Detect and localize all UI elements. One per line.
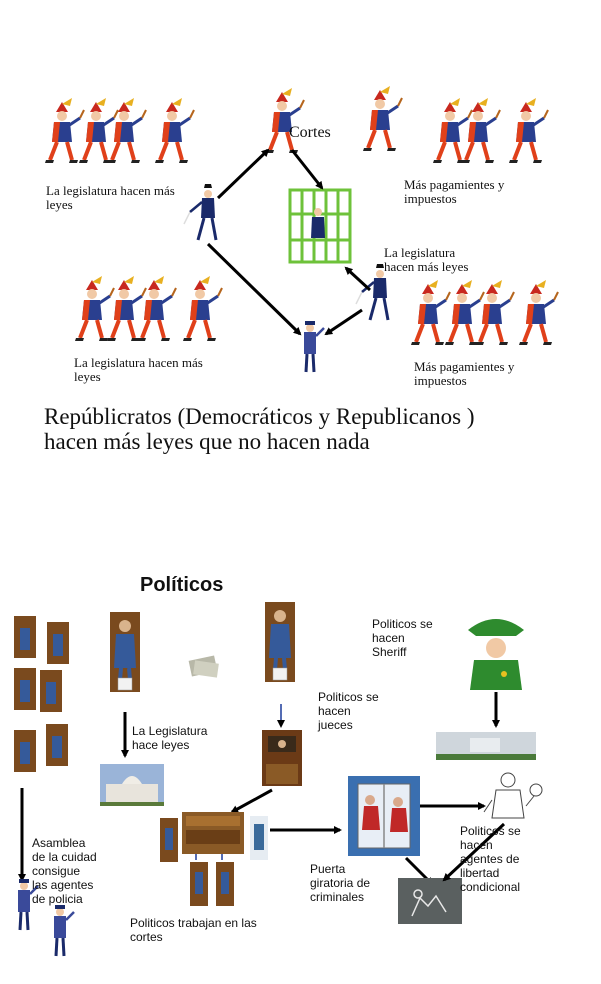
label-legislatura-left-top: La legislatura hacen más leyes	[46, 184, 175, 212]
label-cortes-trabajo: Politicos trabajan en las cortes	[130, 916, 257, 944]
line-2: leyes	[46, 197, 73, 212]
line-1: La Legislatura	[132, 724, 208, 738]
label-asamblea: Asamblea de la cuidad consigue las agent…	[32, 836, 97, 906]
line-1: Politicos se	[318, 690, 379, 704]
line-3: Sheriff	[372, 645, 407, 659]
caption-line-1: Repúblicratos (Democráticos y Republican…	[44, 404, 475, 429]
label-jueces: Politicos se hacen jueces	[318, 690, 379, 732]
line-5: de policia	[32, 892, 83, 906]
line-3: consigue	[32, 864, 81, 878]
caption-republicratos: Repúblicratos (Democráticos y Republican…	[44, 404, 475, 454]
line-2: de la cuidad	[32, 850, 97, 864]
line-1: La legislatura	[384, 245, 456, 260]
line-2: hacen	[372, 631, 405, 645]
jester-group-bottom-right	[409, 278, 560, 347]
jester-group-top-left	[43, 96, 196, 165]
caption-line-2: hacen más leyes que no hacen nada	[44, 429, 370, 454]
jester-group-top-right	[361, 84, 550, 165]
label-pagos-top: Más pagamientes y impuestos	[404, 178, 504, 206]
line-2: hacen	[460, 838, 493, 852]
title-politicos: Políticos	[140, 574, 224, 596]
line-2: hace leyes	[132, 738, 190, 752]
line-3: criminales	[310, 890, 365, 904]
line-2: hacen	[318, 704, 351, 718]
statue-judge	[263, 600, 297, 684]
line-1: Asamblea	[32, 836, 86, 850]
line-1: Puerta	[310, 862, 346, 876]
line-1: Politicos trabajan en las	[130, 916, 257, 930]
line-2: giratoria de	[310, 876, 371, 890]
jester-top-center	[263, 86, 306, 155]
label-legislatura-leyes: La Legislatura hace leyes	[132, 724, 207, 752]
line-1: La legislatura hacen más	[46, 183, 175, 198]
jail-cell-icon	[288, 188, 352, 264]
line-1: Politicos se	[460, 824, 521, 838]
money-icon	[188, 655, 219, 678]
politician-left	[182, 182, 218, 242]
line-1: La legislatura hacen más	[74, 355, 203, 370]
judges-image	[262, 730, 302, 786]
police-officer-left-2	[52, 903, 76, 958]
diamond-arrows	[206, 148, 372, 336]
capitol-building-image	[100, 764, 164, 806]
label-puerta-giratoria: Puerta giratoria de criminales	[310, 862, 370, 904]
courtroom-image	[182, 812, 244, 854]
police-officer	[302, 319, 326, 374]
line-3: agentes de	[460, 852, 520, 866]
line-1: Más pagamientes y	[414, 359, 515, 374]
line-2: hacen más leyes	[384, 259, 469, 274]
line-4: libertad	[460, 866, 500, 880]
line-2: leyes	[74, 369, 101, 384]
court-small-statues	[160, 816, 268, 906]
revolving-door-image	[348, 776, 420, 856]
label-legislatura-left-bottom: La legislatura hacen más leyes	[74, 356, 203, 384]
jail-building-image	[436, 732, 536, 760]
line-1: Más pagamientes y	[404, 177, 505, 192]
line-4: las agentes	[32, 878, 94, 892]
line-2: impuestos	[404, 191, 457, 206]
label-pagos-bottom: Más pagamientes y impuestos	[414, 360, 514, 388]
sheriff-image	[468, 619, 524, 690]
jailed-figure	[311, 208, 325, 238]
statue-legislatura	[108, 610, 142, 694]
line-3: jueces	[318, 718, 353, 732]
label-libertad-condicional: Politicos se hacen agentes de libertad c…	[460, 824, 521, 894]
chalk-outline-image	[398, 878, 462, 924]
label-sheriff: Politicos se hacen Sheriff	[372, 617, 433, 659]
parole-officer-image	[483, 772, 543, 819]
line-2: cortes	[130, 930, 163, 944]
label-legislatura-right: La legislatura hacen más leyes	[384, 246, 468, 274]
line-1: Politicos se	[372, 617, 433, 631]
line-5: condicional	[460, 880, 521, 894]
left-statues-cluster	[14, 616, 69, 772]
label-cortes: Cortes	[289, 124, 331, 141]
line-2: impuestos	[414, 373, 467, 388]
jester-group-bottom-left	[73, 274, 224, 343]
